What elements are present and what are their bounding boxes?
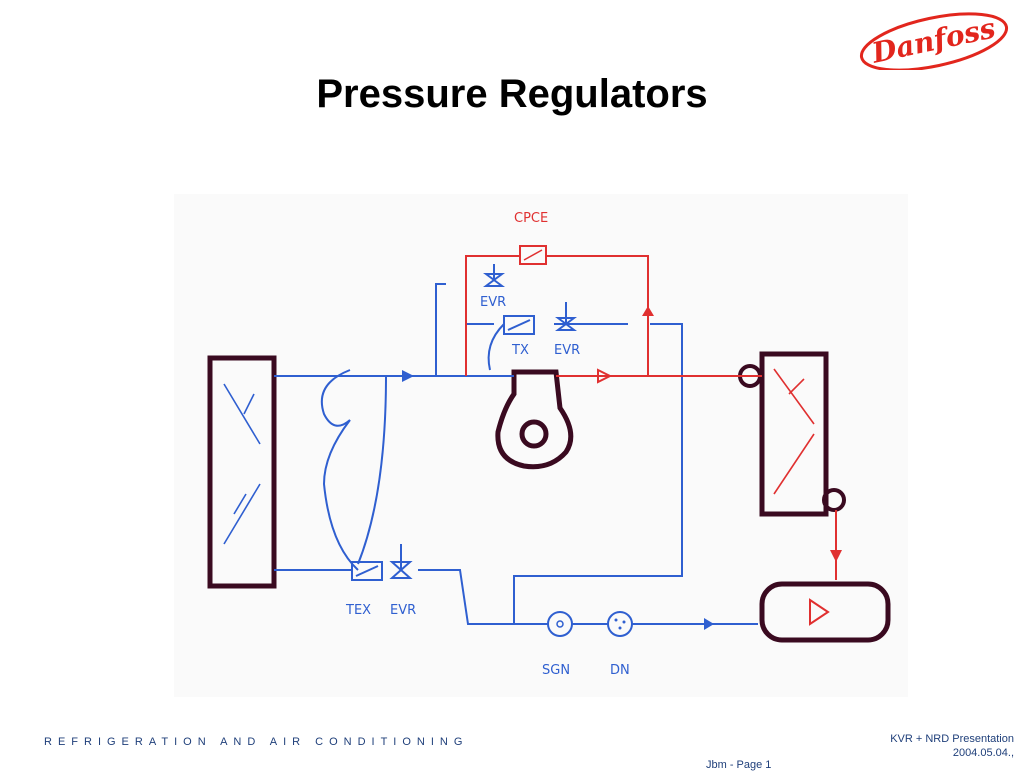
evr-valve-bottom bbox=[389, 544, 413, 579]
tx-valve bbox=[503, 315, 535, 335]
dryer bbox=[607, 611, 633, 637]
tex-valve bbox=[351, 561, 383, 581]
danfoss-logo: Danfoss bbox=[859, 12, 1009, 70]
svg-text:Danfoss: Danfoss bbox=[868, 12, 998, 70]
footer-presentation-info: KVR + NRD Presentation 2004.05.04., bbox=[890, 732, 1014, 760]
condenser bbox=[759, 351, 829, 517]
footer-presentation-date: 2004.05.04., bbox=[952, 747, 1014, 759]
label-evr-top: EVR bbox=[480, 295, 506, 310]
receiver bbox=[759, 581, 891, 643]
evr-valve-top bbox=[483, 264, 505, 287]
evr-valve-mid bbox=[555, 302, 577, 331]
label-evr-bottom: EVR bbox=[390, 603, 416, 618]
page-title: Pressure Regulators bbox=[316, 72, 708, 116]
footer-presentation-name: KVR + NRD Presentation bbox=[890, 733, 1014, 745]
compressor bbox=[495, 369, 574, 470]
label-dn: DN bbox=[610, 663, 630, 678]
evaporator bbox=[207, 355, 277, 589]
refrigeration-circuit-diagram: CPCE EVR TX EVR TEX EVR SGN DN bbox=[174, 194, 908, 697]
sight-glass bbox=[547, 611, 573, 637]
label-tx: TX bbox=[511, 343, 529, 358]
label-tex: TEX bbox=[345, 603, 371, 618]
footer-page-number: Jbm - Page 1 bbox=[706, 759, 772, 771]
label-evr-mid: EVR bbox=[554, 343, 580, 358]
label-cpce: CPCE bbox=[514, 211, 548, 226]
label-sgn: SGN bbox=[542, 663, 570, 678]
footer-company-line: REFRIGERATION AND AIR CONDITIONING bbox=[44, 736, 469, 748]
cpce-valve bbox=[519, 245, 547, 265]
